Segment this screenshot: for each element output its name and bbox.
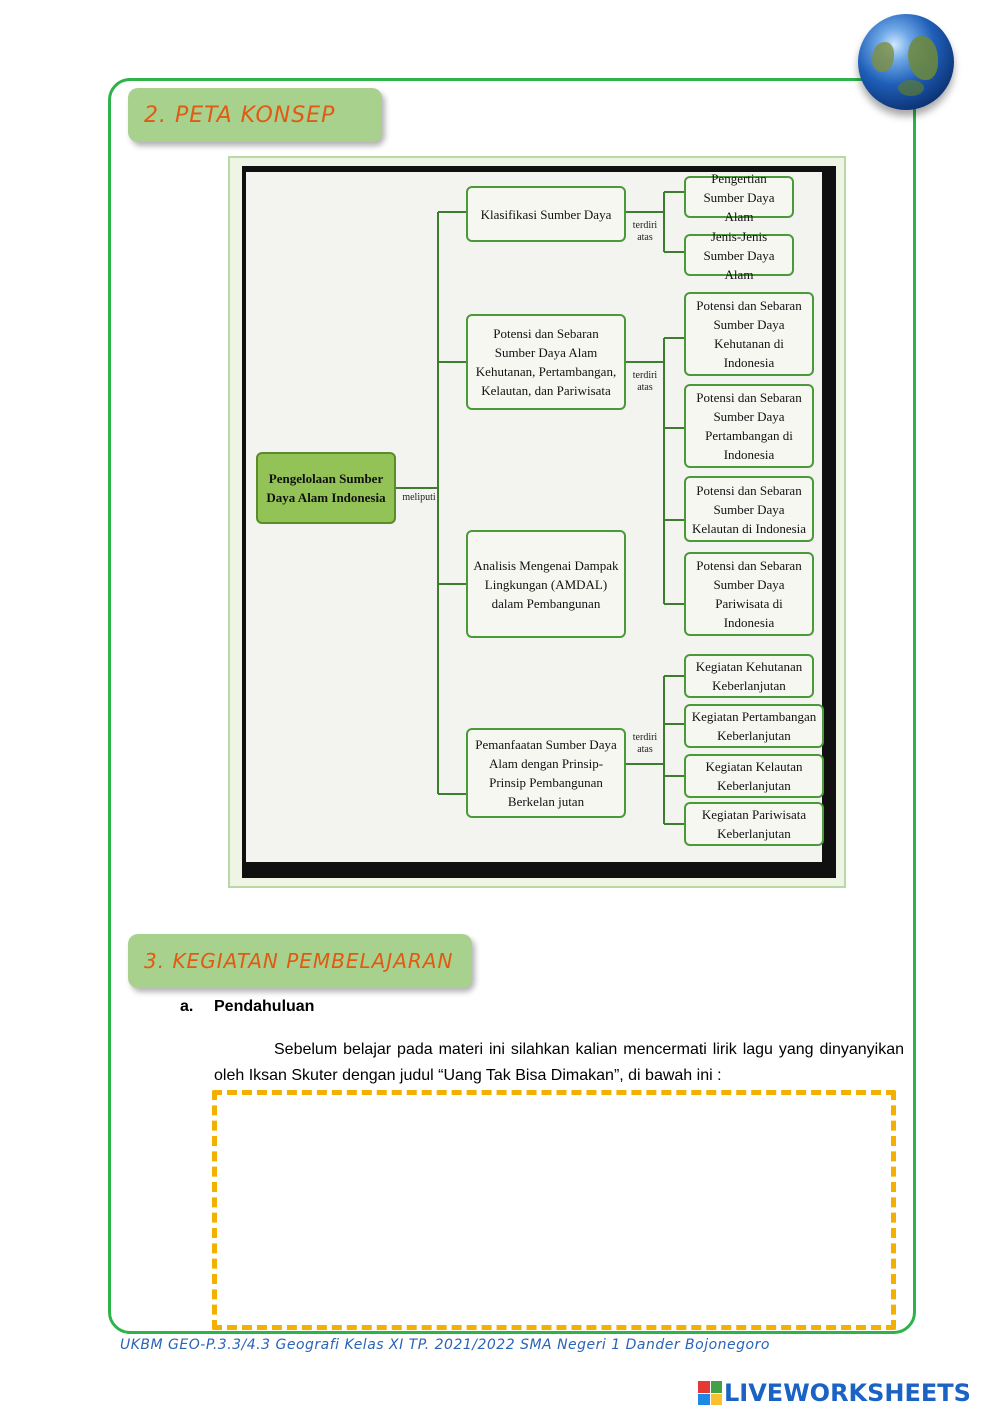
connector-label-terdiri-atas: terdiri atas bbox=[632, 220, 658, 243]
connector-label-meliputi: meliputi bbox=[402, 492, 436, 503]
child-node: Jenis-Jenis Sumber Daya Alam bbox=[684, 229, 794, 282]
liveworksheets-logo-icon bbox=[698, 1381, 722, 1405]
globe-icon bbox=[858, 14, 954, 110]
child-node: Kegiatan Pariwisata Keberlanjutan bbox=[684, 802, 824, 846]
child-node: Potensi dan Sebaran Sumber Daya Kelautan… bbox=[684, 476, 814, 542]
section-header-peta-konsep: 2. PETA KONSEP bbox=[128, 88, 382, 142]
section-title: 3. KEGIATAN PEMBELAJARAN bbox=[144, 949, 454, 973]
child-node: Kegiatan Kelautan Keberlanjutan bbox=[684, 754, 824, 798]
child-node: Potensi dan Sebaran Sumber Daya Kehutana… bbox=[684, 292, 814, 376]
section-header-kegiatan-pembelajaran: 3. KEGIATAN PEMBELAJARAN bbox=[128, 934, 472, 988]
child-node: Potensi dan Sebaran Sumber Daya Pariwisa… bbox=[684, 552, 814, 636]
section-title: 2. PETA KONSEP bbox=[144, 102, 336, 128]
page-footer: UKBM GEO-P.3.3/4.3 Geografi Kelas XI TP.… bbox=[120, 1337, 770, 1353]
liveworksheets-brand-text: LIVEWORKSHEETS bbox=[724, 1379, 971, 1407]
concept-map-image: Pengelolaan Sumber Daya Alam Indonesia m… bbox=[228, 156, 846, 888]
concept-root-node: Pengelolaan Sumber Daya Alam Indonesia bbox=[256, 452, 396, 524]
subsection-number: a. bbox=[180, 998, 194, 1015]
child-node: Kegiatan Pertambangan Keberlanjutan bbox=[684, 704, 824, 748]
branch-node: Klasifikasi Sumber Daya bbox=[466, 186, 626, 242]
branch-node: Pemanfaatan Sumber Daya Alam dengan Prin… bbox=[466, 728, 626, 818]
child-node: Kegiatan Kehutanan Keberlanjutan bbox=[684, 654, 814, 698]
concept-map: Pengelolaan Sumber Daya Alam Indonesia m… bbox=[246, 171, 824, 862]
subsection-title: Pendahuluan bbox=[214, 998, 315, 1015]
liveworksheets-logo[interactable]: LIVEWORKSHEETS bbox=[698, 1378, 971, 1408]
page-frame bbox=[108, 78, 916, 1334]
connector-label-terdiri-atas: terdiri atas bbox=[632, 370, 658, 393]
concept-map-connectors bbox=[396, 188, 692, 828]
subsection-heading: a. Pendahuluan bbox=[180, 998, 314, 1016]
connector-label-terdiri-atas: terdiri atas bbox=[632, 732, 658, 755]
branch-node: Analisis Mengenai Dampak Lingkungan (AMD… bbox=[466, 530, 626, 638]
branch-node: Potensi dan Sebaran Sumber Daya Alam Keh… bbox=[466, 314, 626, 410]
child-node: Pengertian Sumber Daya Alam bbox=[684, 171, 794, 224]
child-node: Potensi dan Sebaran Sumber Daya Pertamba… bbox=[684, 384, 814, 468]
intro-paragraph: Sebelum belajar pada materi ini silahkan… bbox=[214, 1041, 904, 1084]
lyrics-answer-box[interactable] bbox=[212, 1090, 896, 1330]
